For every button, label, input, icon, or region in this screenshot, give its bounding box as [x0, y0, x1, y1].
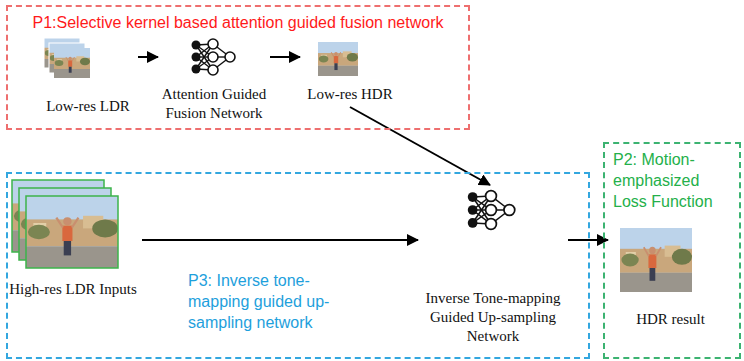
hdr-result-photo: [620, 228, 692, 292]
node-caption: High-res LDR Inputs: [4, 280, 142, 299]
network-node: Attention Guided Fusion Network: [158, 35, 270, 126]
image-node: High-res LDR Inputs: [4, 178, 142, 302]
node-caption: Attention Guided Fusion Network: [158, 85, 270, 123]
flow-arrow: [568, 239, 608, 241]
low-res-hdr-thumbnail: [318, 42, 358, 76]
region-box: P3: Inverse tone-mapping guided up-sampl…: [6, 172, 590, 359]
node-caption: Low-res HDR: [300, 85, 400, 104]
part-label: P3: Inverse tone-mapping guided up-sampl…: [188, 270, 340, 333]
image-node: HDR result: [608, 222, 733, 332]
flow-arrow: [138, 56, 158, 58]
network-node: Inverse Tone-mapping Guided Up-sampling …: [418, 185, 568, 349]
node-caption: Low-res LDR: [38, 97, 138, 116]
part-label: P1:Selective kernel based attention guid…: [8, 12, 468, 33]
photo-frame: [26, 196, 118, 268]
high-res-ldr-stack: [12, 180, 118, 268]
region-box: P1:Selective kernel based attention guid…: [6, 5, 470, 130]
image-node: Low-res LDR: [38, 35, 138, 119]
low-res-ldr-stack: [44, 38, 90, 78]
part-label: P2: Motion-emphasized Loss Function: [613, 149, 729, 212]
network-icon: [468, 191, 515, 230]
flow-arrow: [142, 239, 418, 241]
image-node: Low-res HDR: [300, 35, 400, 107]
network-icon: [192, 39, 236, 75]
ldr-photo: [26, 196, 118, 268]
node-caption: HDR result: [608, 310, 733, 329]
flow-arrow: [270, 56, 300, 58]
node-caption: Inverse Tone-mapping Guided Up-sampling …: [418, 289, 568, 346]
region-box: P2: Motion-emphasized Loss FunctionHDR r…: [603, 142, 741, 359]
ldr-thumbnail: [54, 48, 90, 78]
